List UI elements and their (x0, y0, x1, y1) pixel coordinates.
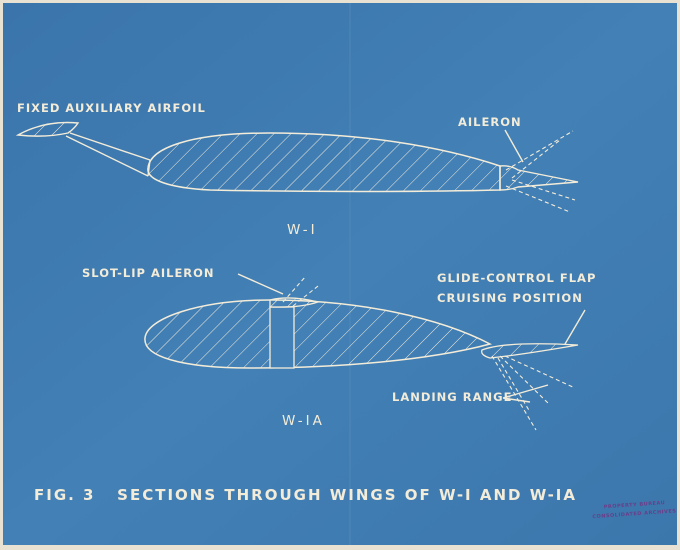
w1-aileron-deflection-up (505, 130, 574, 179)
figure-caption: FIG. 3 SECTIONS THROUGH WINGS OF W-I AND… (34, 486, 577, 504)
glide-control-flap (481, 343, 579, 359)
w1a-slot (269, 306, 295, 369)
aileron-leader (504, 129, 524, 163)
label-landing-range: LANDING RANGE (392, 390, 512, 404)
label-aileron: AILERON (458, 115, 522, 129)
stamp-line-1: PROPERTY BUREAU (604, 500, 666, 510)
w1-aileron-deflection-down (505, 179, 576, 213)
slot-lip-aileron (269, 297, 321, 308)
blueprint-background (3, 3, 677, 545)
slot-lip-leader (237, 273, 284, 295)
archive-stamp: PROPERTY BUREAU CONSOLIDATED ARCHIVES (592, 500, 676, 520)
label-fixed-auxiliary-airfoil: FIXED AUXILIARY AIRFOIL (17, 101, 206, 115)
stamp-line-2: CONSOLIDATED ARCHIVES (592, 508, 676, 520)
label-glide-control-flap: GLIDE-CONTROL FLAP (437, 271, 596, 285)
landing-range-leader (502, 384, 549, 403)
w1-wing-section (15, 121, 579, 213)
title-w1: W-I (287, 222, 318, 238)
w1a-main-airfoil (144, 299, 493, 369)
glide-flap-leader (564, 309, 586, 345)
slot-lip-deflection (282, 275, 319, 307)
w1a-wing-section (144, 273, 586, 431)
label-cruising-position: CRUISING POSITION (437, 291, 583, 305)
landing-range-deflections (491, 355, 576, 431)
fixed-auxiliary-airfoil (15, 121, 80, 137)
label-slot-lip-aileron: SLOT-LIP AILERON (82, 266, 215, 280)
title-w1a: W-IA (282, 413, 325, 429)
